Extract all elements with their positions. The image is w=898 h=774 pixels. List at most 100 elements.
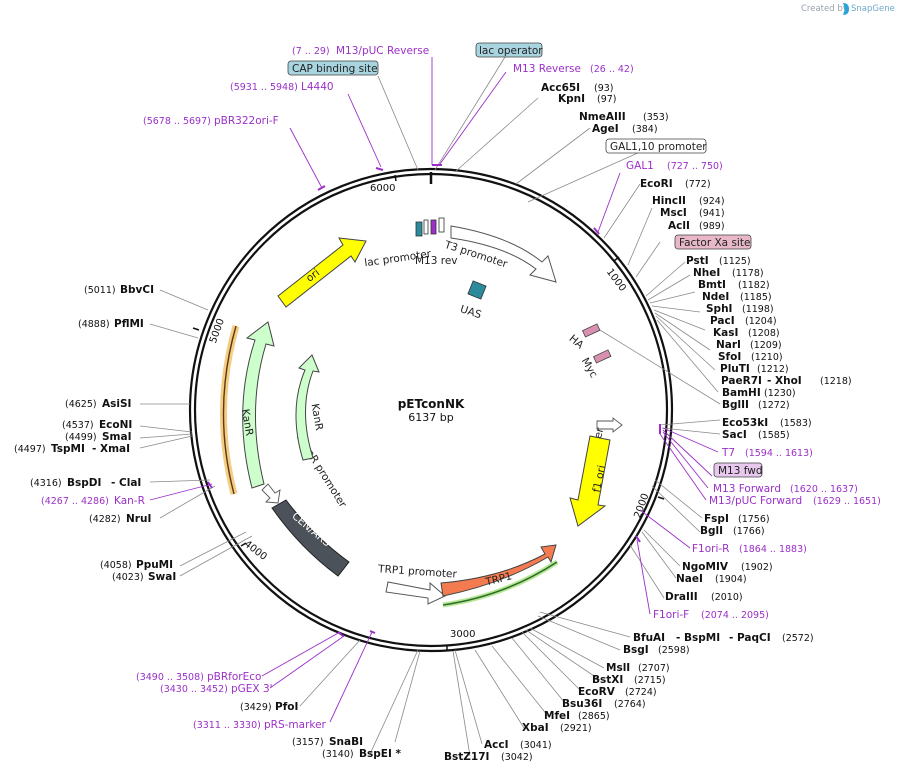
feature-label-f1-ori: f1 ori (591, 464, 608, 493)
svg-text:(2865): (2865) (578, 711, 610, 722)
enzyme-xbai: XbaI (522, 722, 549, 734)
svg-text:(1756): (1756) (738, 514, 770, 525)
primer-name-t7: T7 (721, 447, 735, 459)
box-cap-binding-site[interactable]: CAP binding site (287, 60, 379, 76)
enzyme-bstz17i: BstZ17I (444, 751, 489, 763)
enzyme-clai: - ClaI (111, 477, 141, 489)
enzyme-bspmi: - BspMI (676, 632, 720, 644)
svg-text:(1198): (1198) (742, 304, 774, 315)
primer-name-m13puc-forward: M13/pUC Forward (709, 495, 802, 507)
primer-name-f1ori-f: F1ori-F (653, 609, 689, 621)
feature-kanr-outer[interactable]: KanR (239, 321, 275, 489)
feature-myc[interactable]: Myc (579, 349, 612, 380)
svg-text:(1210): (1210) (751, 352, 783, 363)
svg-text:(4537): (4537) (62, 420, 94, 431)
enzyme-ndei: NdeI (702, 291, 729, 303)
enzyme-msci: MscI (660, 207, 687, 219)
feature-f1-ori[interactable]: f1 ori (569, 435, 611, 527)
feature-cen-ars[interactable]: CEN/ARS (271, 499, 350, 577)
enzyme-bamhi: BamHI (722, 387, 761, 399)
enzyme-paqci: - PaqCI (729, 632, 771, 644)
svg-text:(2715): (2715) (634, 675, 666, 686)
enzyme-fspi: FspI (704, 513, 729, 525)
enzyme-paer7i: PaeR7I (721, 375, 762, 387)
enzyme-eco53ki: Eco53kI (722, 417, 768, 429)
svg-text:(1583): (1583) (780, 418, 812, 429)
primer-name-pbrforeco: pBRforEco (207, 671, 261, 683)
box-gal-promoter[interactable]: GAL1,10 promoter (605, 138, 707, 154)
feature-ha[interactable]: HA (567, 323, 601, 352)
enzyme-naei: NaeI (676, 573, 703, 585)
feature-ori[interactable]: ori (277, 237, 367, 308)
enzyme-bspei: BspEI * (359, 748, 402, 760)
svg-text:(1182): (1182) (738, 280, 770, 291)
tick-label-5000: 5000 (208, 317, 227, 345)
svg-text:(3140): (3140) (322, 749, 354, 760)
brand-name: SnapGene (851, 4, 895, 14)
primer-name-pbr322ori-f: pBR322ori-F (214, 115, 279, 127)
enzyme-bbvci: BbvCI (120, 284, 154, 296)
primer-pos-t7: (1594 .. 1613) (745, 448, 813, 459)
tick-label-3000: 3000 (450, 629, 475, 640)
svg-text:(4316): (4316) (30, 478, 62, 489)
enzyme-bstxi: BstXI (592, 674, 623, 686)
enzyme-paci: PacI (710, 315, 735, 327)
enzyme-econi: EcoNI (99, 419, 132, 431)
svg-text:(4058): (4058) (100, 560, 132, 571)
feature-t3-arrow[interactable] (450, 225, 557, 283)
svg-text:(4888): (4888) (78, 319, 110, 330)
feature-label-m13-rev: M13 rev (415, 255, 458, 267)
box-lac-operator[interactable]: lac operator (475, 42, 543, 58)
primer-name-m13puc-reverse: M13/pUC Reverse (336, 45, 429, 57)
primer-name-m13-reverse: M13 Reverse (513, 63, 581, 75)
enzyme-pflmi: PflMI (114, 318, 144, 330)
svg-text:(1766): (1766) (733, 526, 765, 537)
primer-pos-gal1: (727 .. 750) (667, 161, 723, 172)
enzyme-bmti: BmtI (698, 279, 726, 291)
enzyme-nmeaiii: NmeAIII (579, 111, 626, 123)
enzyme-nrui: NruI (126, 513, 151, 525)
enzyme-acli: AclI (668, 220, 690, 232)
svg-text:(5011): (5011) (84, 285, 116, 296)
enzyme-ppumi: PpuMI (136, 559, 173, 571)
enzyme-acci: AccI (484, 739, 508, 751)
primer-pos-m13puc-forward: (1629 .. 1651) (813, 496, 881, 507)
primer-labels: (7 .. 29) M13/pUC Reverse M13 Reverse (2… (41, 45, 881, 731)
primer-pos-l4440: (5931 .. 5948) (230, 82, 298, 93)
box-m13-fwd[interactable]: M13 fwd (713, 462, 763, 478)
box-factor-xa-site[interactable]: Factor Xa site (674, 234, 752, 250)
backbone-outer (188, 167, 674, 653)
svg-text:(97): (97) (597, 94, 617, 105)
svg-text:(1204): (1204) (745, 316, 777, 327)
svg-text:M13 fwd: M13 fwd (718, 465, 763, 477)
enzyme-bsgi: BsgI (623, 644, 649, 656)
leaders (139, 56, 721, 757)
svg-text:(3041): (3041) (520, 740, 552, 751)
enzyme-labels: Acc65I (93) KpnI (97) NmeAIII (353) AgeI… (14, 82, 852, 763)
enzyme-ngomiv: NgoMIV (682, 561, 729, 573)
primer-pos-m13puc-reverse: (7 .. 29) (292, 46, 330, 57)
enzyme-asisi: AsiSI (102, 398, 131, 410)
svg-text:(2598): (2598) (658, 645, 690, 656)
svg-text:(772): (772) (685, 179, 711, 190)
feature-kanr-inner[interactable]: KanR (295, 354, 325, 461)
svg-text:(4023): (4023) (112, 572, 144, 583)
enzyme-smai: SmaI (102, 431, 132, 443)
svg-text:(989): (989) (699, 221, 725, 232)
svg-text:(1585): (1585) (758, 430, 790, 441)
primer-pos-f1ori-r: (1864 .. 1883) (739, 544, 807, 555)
svg-text:(1209): (1209) (750, 340, 782, 351)
svg-text:GAL1,10 promoter: GAL1,10 promoter (610, 141, 707, 153)
enzyme-nhei: NheI (693, 267, 720, 279)
enzyme-ecori: EcoRI (640, 178, 673, 190)
enzyme-sphi: SphI (706, 303, 732, 315)
tick-label-6000: 6000 (370, 183, 395, 194)
svg-text:(1902): (1902) (741, 562, 773, 573)
enzyme-saci: SacI (722, 429, 747, 441)
svg-text:(1218): (1218) (820, 376, 852, 387)
feature-uas[interactable]: UAS (459, 280, 487, 321)
primer-pos-kan-r: (4267 .. 4286) (41, 496, 109, 507)
feature-trp1-promoter[interactable]: TRP1 promoter (377, 563, 458, 605)
feature-lac-promoter-mark (415, 217, 445, 237)
primer-name-m13-forward: M13 Forward (713, 483, 781, 495)
